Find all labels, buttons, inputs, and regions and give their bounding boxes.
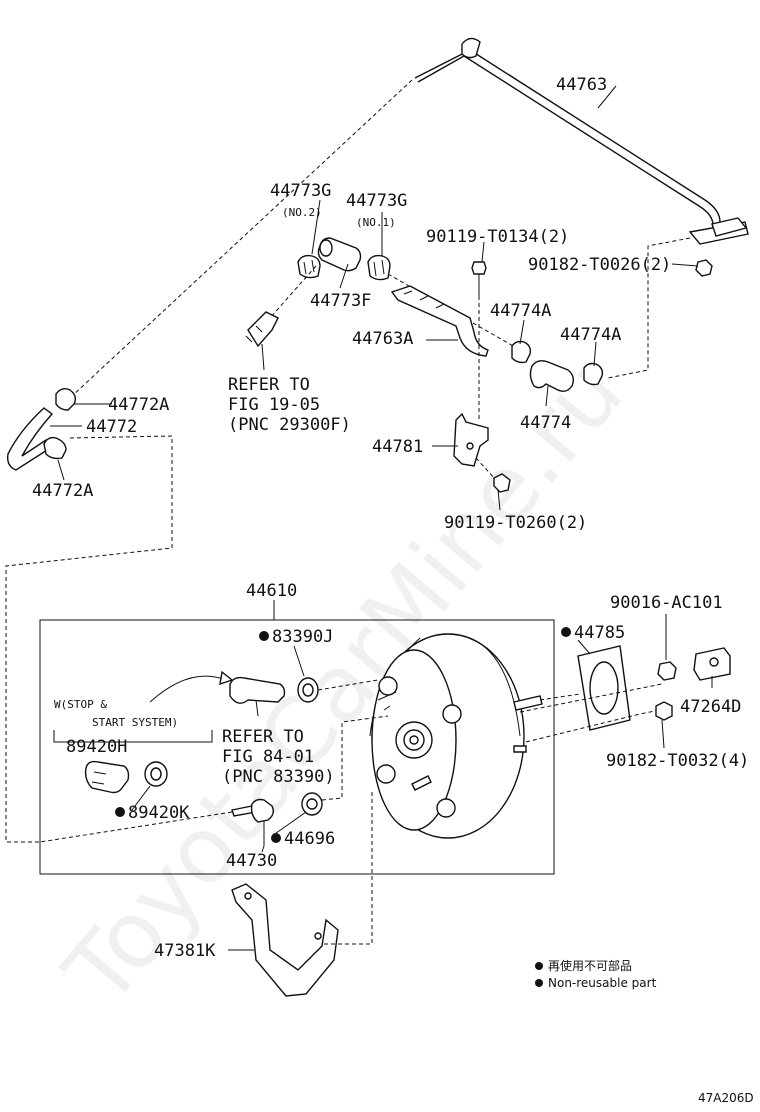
legend-mark-2 [535,979,543,987]
diagram-id: 47A206D [698,1091,754,1105]
vacuum-pipe-44763 [414,37,749,245]
hose-44774 [529,359,575,393]
label-w-line1: W(STOP & [54,698,107,711]
dash-pipe-right [607,237,691,379]
clip-44774a-1 [511,340,532,364]
dash-nut-lower [519,683,663,713]
legend-line-jp: 再使用不可部品 [548,958,632,973]
label-refer1-line3: (PNC 29300F) [228,415,351,435]
label-44774a-2: 44774A [560,325,621,345]
bracket-44781 [453,412,489,467]
bracket-47264d [693,647,731,681]
label-44730: 44730 [226,851,277,871]
dash-gasket [539,693,581,701]
label-w-line2: START SYSTEM) [92,716,178,729]
sensor-89420h [84,760,130,794]
grommet-83390j [297,677,319,703]
label-44696: 44696 [284,829,335,849]
grommet-44696 [301,792,323,816]
bolt-90119-t0260 [493,473,511,493]
dash-pipe-left [71,79,413,397]
legend-line-en: Non-reusable part [548,976,657,990]
hose-44773f [317,237,362,272]
label-90016-ac101: 90016-AC101 [610,593,723,613]
dash-hose-clip [269,265,317,319]
label-90119-t0134: 90119-T0134(2) [426,227,569,247]
dash-hose-down [5,435,173,843]
check-valve-fig19 [245,311,279,371]
nonreusable-mark-83390j [259,631,269,641]
label-89420k: 89420K [128,803,190,823]
clip-44773g-no1 [367,254,391,281]
label-no2: (NO.2) [282,206,322,219]
clip-44774a-2 [583,362,604,386]
label-refer1-line1: REFER TO [228,375,310,395]
clip-44773g-no2 [297,254,321,279]
label-44774: 44774 [520,413,571,433]
label-44772a-1: 44772A [108,395,169,415]
label-44773f: 44773F [310,291,371,311]
bolt-90119-t0134 [471,261,487,296]
label-refer2-line3: (PNC 83390) [222,767,335,787]
label-47381k: 47381K [154,941,216,961]
nonreusable-mark-44696 [271,833,281,843]
label-90182-t0032: 90182-T0032(4) [606,751,749,771]
bracket-44763a [390,285,489,357]
nut-90182-t0032 [655,701,673,721]
dash-bracket-bolt [475,457,497,481]
label-90119-t0260: 90119-T0260(2) [444,513,587,533]
label-44781: 44781 [372,437,423,457]
label-refer2-line1: REFER TO [222,727,304,747]
label-44774a-1: 44774A [490,301,551,321]
grommet-89420k [144,761,168,787]
gasket-44785 [577,645,631,731]
label-47264d: 47264D [680,697,741,717]
dash-44696-booster [321,715,389,801]
label-83390j: 83390J [272,627,333,647]
check-valve-44730 [231,798,275,846]
label-44610: 44610 [246,581,297,601]
dash-grommet-booster [317,679,379,691]
label-89420h: 89420H [66,737,127,757]
nonreusable-mark-89420k [115,807,125,817]
nut-90016-ac101 [657,661,677,681]
booster-group-frame [39,619,555,875]
label-no1: (NO.1) [356,216,396,229]
label-refer2-line2: FIG 84-01 [222,747,314,767]
brake-booster [369,633,543,839]
nonreusable-mark-44785 [561,627,571,637]
legend-mark-1 [535,962,543,970]
bracket-47381k [231,883,339,997]
label-44772a-2: 44772A [32,481,93,501]
label-44785: 44785 [574,623,625,643]
clip-44772a-1 [55,387,77,411]
label-44773g-no2: 44773G [270,181,331,201]
clip-44772a-2 [43,436,67,460]
switch-valve-fig84 [229,676,286,717]
label-refer1-line2: FIG 19-05 [228,395,320,415]
dash-clip-bracket [387,273,521,351]
label-44773g-no1: 44773G [346,191,407,211]
leader-lines [50,85,713,951]
label-44763: 44763 [556,75,607,95]
dash-47381k-booster [324,790,373,945]
stop-start-arrow [149,675,227,703]
label-90182-t0026: 90182-T0026(2) [528,255,671,275]
dash-valve-left [39,811,233,843]
nut-90182-t0026 [695,259,713,277]
label-44763a: 44763A [352,329,413,349]
label-44772: 44772 [86,417,137,437]
